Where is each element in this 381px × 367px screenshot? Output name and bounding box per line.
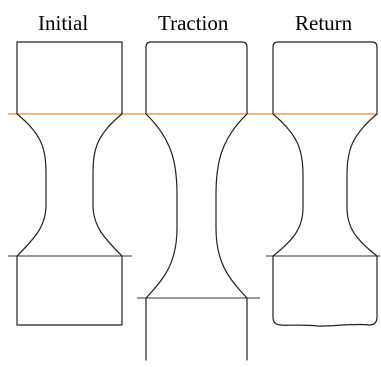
label-return: Return bbox=[295, 11, 353, 35]
traction-specimen-outline bbox=[145, 41, 248, 361]
label-traction: Traction bbox=[158, 11, 229, 35]
return-specimen-outline bbox=[272, 41, 378, 327]
label-initial: Initial bbox=[38, 11, 88, 35]
initial-specimen-outline bbox=[16, 41, 123, 326]
